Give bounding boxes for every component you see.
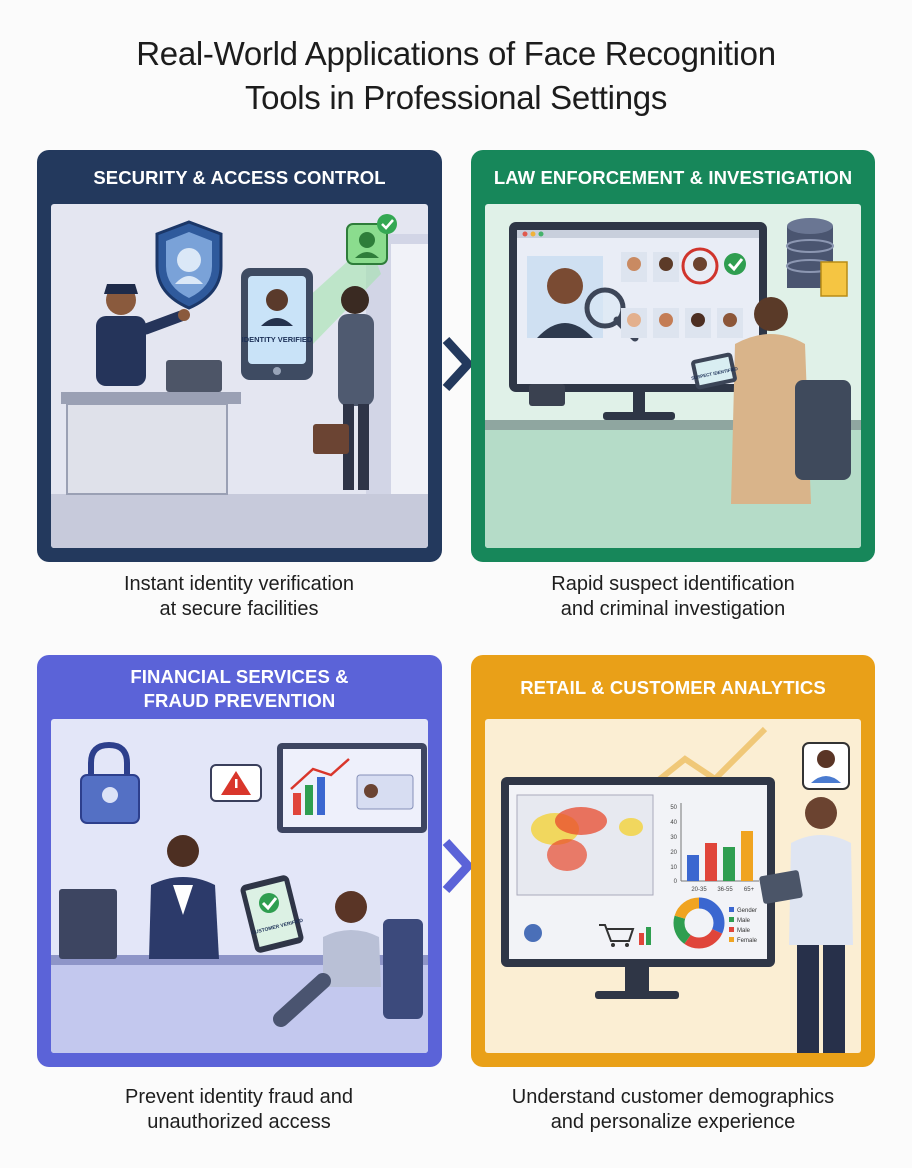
law-illustration: SUSPECT IDENTIFIED	[485, 204, 861, 548]
title-line-2: Tools in Professional Settings	[244, 79, 668, 116]
security-guard	[96, 284, 190, 386]
caption-law-line-1: Rapid suspect identification	[551, 573, 795, 595]
chevron-right-icon	[442, 838, 475, 894]
heatmap	[516, 794, 654, 896]
caption-retail-line-1: Understand customer demographics	[511, 1086, 835, 1108]
security-scene: IDENTITY VERIFIED	[51, 204, 428, 548]
caption-retail: Understand customer demographics and per…	[473, 1085, 873, 1135]
caption-law: Rapid suspect identification and crimina…	[473, 572, 873, 622]
visitor-woman	[313, 286, 374, 490]
bar-axis-tick: 50	[670, 805, 677, 811]
panel-retail-heading-line: RETAIL & CUSTOMER ANALYTICS	[520, 677, 826, 698]
caption-financial-line-2: unauthorized access	[147, 1111, 331, 1133]
panel-retail: RETAIL & CUSTOMER ANALYTICS	[471, 655, 875, 1067]
caption-security: Instant identity verification at secure …	[39, 572, 439, 622]
customer-woman	[273, 891, 423, 1027]
panel-financial-heading-line-1: FINANCIAL SERVICES &	[130, 666, 349, 687]
id-tablet	[241, 268, 313, 380]
caption-security-line-1: Instant identity verification	[123, 573, 355, 595]
person-icon	[524, 924, 542, 942]
device-label: IDENTITY VERIFIED	[242, 335, 313, 344]
legend-item: Male	[737, 918, 751, 924]
checkmark-icon	[259, 893, 279, 913]
shopping-cart-icon	[599, 924, 635, 947]
panel-law-heading-line: LAW ENFORCEMENT & INVESTIGATION	[493, 167, 853, 188]
checkmark-icon	[724, 253, 746, 275]
law-scene: SUSPECT IDENTIFIED	[485, 204, 861, 548]
bar-axis-tick: 10	[670, 865, 677, 871]
padlock-face-icon	[80, 741, 140, 824]
investigator	[691, 297, 851, 504]
panel-law-heading: LAW ENFORCEMENT & INVESTIGATION	[471, 167, 875, 189]
bar-category-label: 36-55	[717, 887, 733, 893]
legend-item: Male	[737, 928, 751, 934]
customer-profile-icon	[802, 742, 850, 790]
chevron-right-icon	[442, 336, 475, 392]
retail-scene: 50 40 30 20 10 0 20-35 36-55 65+	[485, 719, 861, 1053]
financial-illustration: CUSTOMER VERIFIED	[51, 719, 428, 1053]
caption-security-line-2: at secure facilities	[159, 598, 319, 620]
caption-financial: Prevent identity fraud and unauthorized …	[39, 1085, 439, 1135]
page-title: Real-World Applications of Face Recognit…	[0, 32, 912, 120]
bar-category-label: 20-35	[691, 887, 707, 893]
panel-security-heading: SECURITY & ACCESS CONTROL	[37, 167, 442, 189]
panel-financial: FINANCIAL SERVICES & FRAUD PREVENTION	[37, 655, 442, 1067]
panel-security: SECURITY & ACCESS CONTROL	[37, 150, 442, 562]
security-illustration: IDENTITY VERIFIED	[51, 204, 428, 548]
panel-security-heading-line: SECURITY & ACCESS CONTROL	[93, 167, 386, 188]
bar-axis-tick: 20	[670, 850, 677, 856]
verification-tablet	[240, 875, 304, 953]
shield-face-icon	[155, 220, 223, 310]
panel-law-enforcement: LAW ENFORCEMENT & INVESTIGATION	[471, 150, 875, 562]
retail-analyst	[759, 797, 853, 1053]
title-line-1: Real-World Applications of Face Recognit…	[136, 35, 776, 72]
bar-axis-tick: 30	[670, 835, 677, 841]
verified-face-badge	[346, 214, 397, 265]
financial-scene: CUSTOMER VERIFIED	[51, 719, 428, 1053]
retail-illustration: 50 40 30 20 10 0 20-35 36-55 65+	[485, 719, 861, 1053]
bar-axis-tick: 0	[674, 879, 678, 885]
gender-donut-chart: Gender Male Male Female	[673, 897, 758, 949]
database-icon	[786, 218, 848, 297]
checkmark-icon	[377, 214, 397, 234]
panel-retail-heading: RETAIL & CUSTOMER ANALYTICS	[471, 677, 875, 699]
face-grid	[621, 247, 746, 338]
legend-item: Female	[737, 938, 758, 944]
legend-item: Gender	[737, 908, 757, 914]
device-label-text: IDENTITY VERIFIED	[242, 335, 313, 344]
caption-financial-line-1: Prevent identity fraud and	[125, 1086, 353, 1108]
panel-financial-heading: FINANCIAL SERVICES & FRAUD PREVENTION	[37, 665, 442, 713]
demographics-bar-chart: 50 40 30 20 10 0 20-35 36-55 65+	[670, 803, 759, 893]
caption-retail-line-2: and personalize experience	[550, 1111, 796, 1133]
bar-axis-tick: 40	[670, 820, 677, 826]
caption-law-line-2: and criminal investigation	[560, 598, 786, 620]
panel-financial-heading-line-2: FRAUD PREVENTION	[143, 690, 336, 711]
warning-icon	[210, 764, 262, 802]
banker	[149, 835, 219, 959]
bar-category-label: 65+	[744, 887, 755, 893]
